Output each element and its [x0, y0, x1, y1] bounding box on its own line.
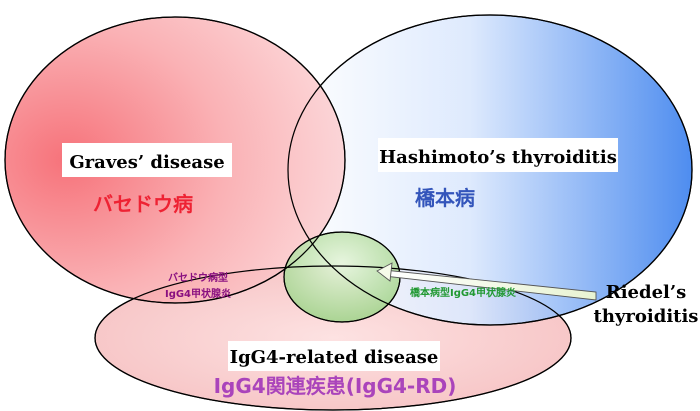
graves-igg4-overlap-label-1: バセドウ病型: [168, 271, 228, 284]
riedel-label-line2: thyroiditis: [594, 306, 699, 327]
graves-jp-label: バセドウ病: [93, 192, 193, 216]
hashimoto-outline: [287, 14, 693, 326]
igg4-label-box: [228, 341, 440, 371]
hashimoto-igg4-overlap-label: 橋本病型IgG4甲状腺炎: [410, 286, 516, 299]
graves-igg4-overlap-label-2: IgG4甲状腺炎: [165, 287, 231, 300]
hashimoto-jp-label: 橋本病: [415, 186, 475, 210]
riedel-arrow: [376, 262, 597, 301]
hashimoto-en-label: Hashimoto’s thyroiditis: [379, 147, 617, 168]
riedel-label-line1: Riedel’s: [606, 282, 687, 303]
hashimoto-label-box: [378, 138, 618, 172]
graves-en-label: Graves’ disease: [69, 152, 224, 173]
igg4-en-label: IgG4-related disease: [230, 347, 439, 368]
graves-label-box: [62, 143, 232, 177]
graves-outline: [4, 16, 346, 304]
igg4-jp-label: IgG4関連疾患(IgG4-RD): [214, 374, 457, 398]
igg4-outline: [94, 265, 572, 411]
